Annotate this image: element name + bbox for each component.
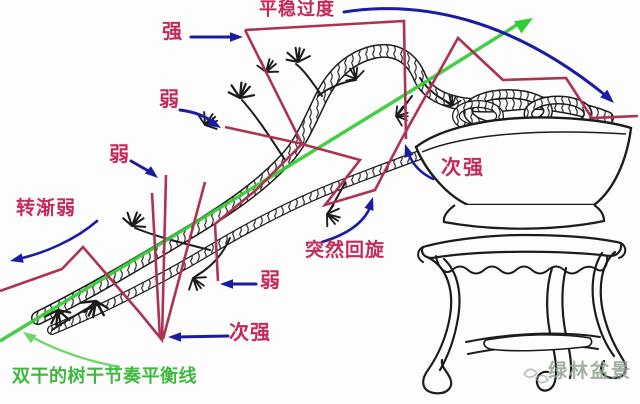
bonsai-pot (414, 116, 633, 230)
label-weak-2: 弱 (109, 142, 129, 166)
annotation-arrows (10, 7, 614, 342)
arrow-weak-3 (220, 279, 258, 289)
label-sub-strong-lower: 次强 (229, 320, 271, 344)
rhythm-vertical-b (161, 181, 207, 340)
arrow-substrong-pot (404, 144, 435, 181)
arrow-weak-2 (129, 159, 158, 178)
label-strong: 强 (162, 19, 182, 43)
caption-arrowhead (23, 332, 37, 344)
label-sudden-swirl: 突然回旋 (305, 239, 386, 261)
arrow-sudden-swirl (320, 197, 374, 244)
balance-line-arrowhead (513, 18, 533, 34)
stand-top (420, 233, 623, 260)
rhythm-lines (0, 19, 639, 344)
rhythm-vertical-a (150, 192, 162, 339)
trunk-main-texture (32, 45, 613, 324)
branches (51, 63, 453, 331)
arrow-strong (189, 32, 243, 42)
caption-pointer-arrow (23, 332, 121, 369)
rhythm-main-zigzag (224, 35, 639, 208)
label-weak-3: 弱 (260, 268, 280, 292)
watermark-text: 绿林盆景 (548, 360, 633, 382)
watermark-logo (523, 368, 549, 384)
label-weak-1: 弱 (159, 87, 179, 111)
pot-foot (442, 204, 606, 230)
rhythm-left-vee (0, 174, 168, 344)
pot-rim-line (421, 131, 627, 153)
label-smooth-transition: 平稳过度 (259, 0, 335, 20)
label-balance-line-caption: 双干的树干节奏平衡线 (12, 366, 197, 387)
label-turning-weaker: 转渐弱 (16, 197, 77, 219)
balance-line (0, 18, 533, 343)
rhythm-left-descender (213, 29, 304, 282)
rhythm-top-triangle (244, 19, 408, 140)
arrow-weak-1 (178, 108, 221, 128)
arrow-turning-weaker (10, 219, 99, 263)
label-sub-strong-pot: 次强 (441, 155, 485, 179)
arrow-transition-sweep (342, 7, 614, 103)
stand-apron (435, 255, 609, 275)
arrow-substrong-lower (168, 332, 230, 342)
